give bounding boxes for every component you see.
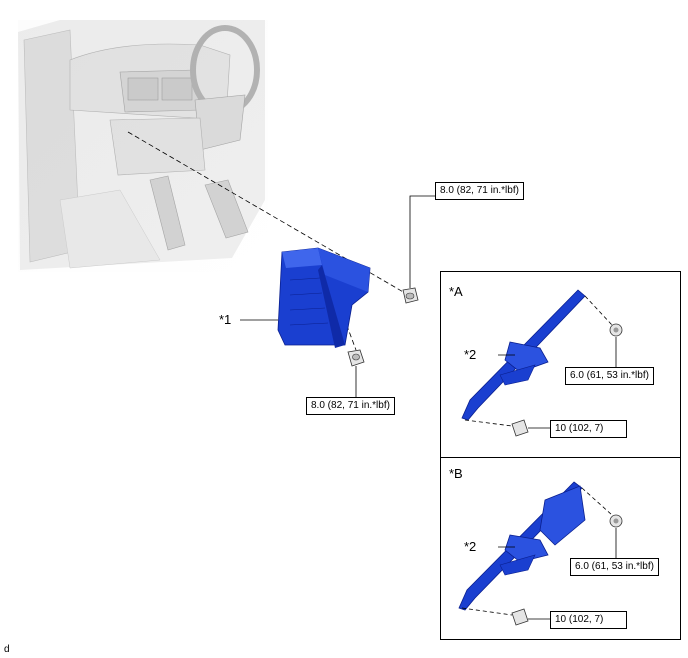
bolt-icon [511,608,529,626]
panel-a-bracket-label: *2 [464,347,477,362]
bracket-b [458,481,586,611]
panel-b-nut-torque-spec: 6.0 (61, 53 in.*lbf) [570,558,659,576]
footer-mark: d [4,644,10,655]
bolt-icon [402,287,419,304]
bracket-b-dash-lower [461,607,513,616]
bolt-torque-leader [409,195,435,288]
nut-icon [609,514,623,528]
panel-b-bolt-torque-spec: 10 (102, 7) [550,611,627,629]
panel-b-title: *B [449,466,463,481]
nut-icon [609,323,623,337]
panel-a-title: *A [449,284,463,299]
bracket-a-dash-lower [464,419,513,427]
bolt-torque-spec: 8.0 (82, 71 in.*lbf) [435,182,524,200]
bolt-icon [511,419,529,437]
panel-b-bracket-label: *2 [464,539,477,554]
bracket-a [461,289,586,421]
panel-a-nut-torque-spec: 6.0 (61, 53 in.*lbf) [565,367,654,385]
panel-b [440,457,681,640]
ecu-callout-label: *1 [219,312,232,327]
nut-icon [347,349,365,367]
ecu-module [277,247,371,348]
vehicle-dashboard-illustration [18,20,268,272]
panel-a-bolt-torque-spec: 10 (102, 7) [550,420,627,438]
nut-torque-spec: 8.0 (82, 71 in.*lbf) [306,397,395,415]
